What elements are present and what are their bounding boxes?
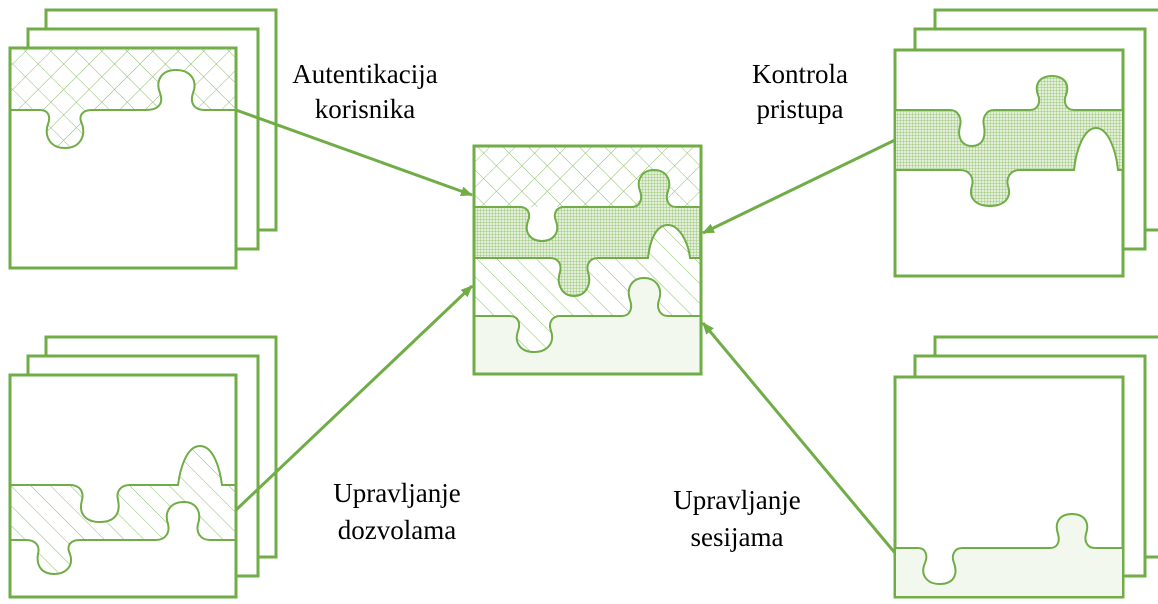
sessions-card-stack: [893, 335, 1158, 599]
access-control-label: Kontrola pristupa: [752, 59, 848, 124]
puzzle-diagonal-icon: [10, 444, 236, 576]
authentication-label: Autentikacija korisnika: [292, 59, 437, 124]
access-control-label-line2: pristupa: [757, 94, 844, 124]
permissions-card-stack: [8, 335, 278, 599]
puzzle-crosshatch-icon: [10, 48, 236, 150]
sessions-label-line1: Upravljanje: [673, 485, 800, 515]
arrow-sessions-to-center: [701, 322, 897, 554]
authentication-card-stack: [8, 8, 278, 270]
permissions-label-line1: Upravljanje: [333, 478, 460, 508]
permissions-label: Upravljanje dozvolama: [333, 478, 460, 545]
puzzle-grid-icon: [894, 74, 1124, 208]
authentication-label-line2: korisnika: [315, 94, 416, 124]
access-control-label-line1: Kontrola: [752, 59, 848, 89]
assembled-puzzle-icon: [472, 144, 703, 376]
access-control-card-stack: [893, 8, 1158, 278]
authentication-label-line1: Autentikacija: [292, 59, 437, 89]
puzzle-solid-icon: [894, 512, 1124, 598]
arrow-authentication-to-center: [235, 108, 473, 197]
permissions-label-line2: dozvolama: [338, 515, 456, 545]
arrow-permissions-to-center: [234, 284, 474, 512]
sessions-label-line2: sesijama: [691, 522, 784, 552]
arrow-access-control-to-center: [702, 138, 896, 235]
sessions-label: Upravljanje sesijama: [673, 485, 800, 552]
